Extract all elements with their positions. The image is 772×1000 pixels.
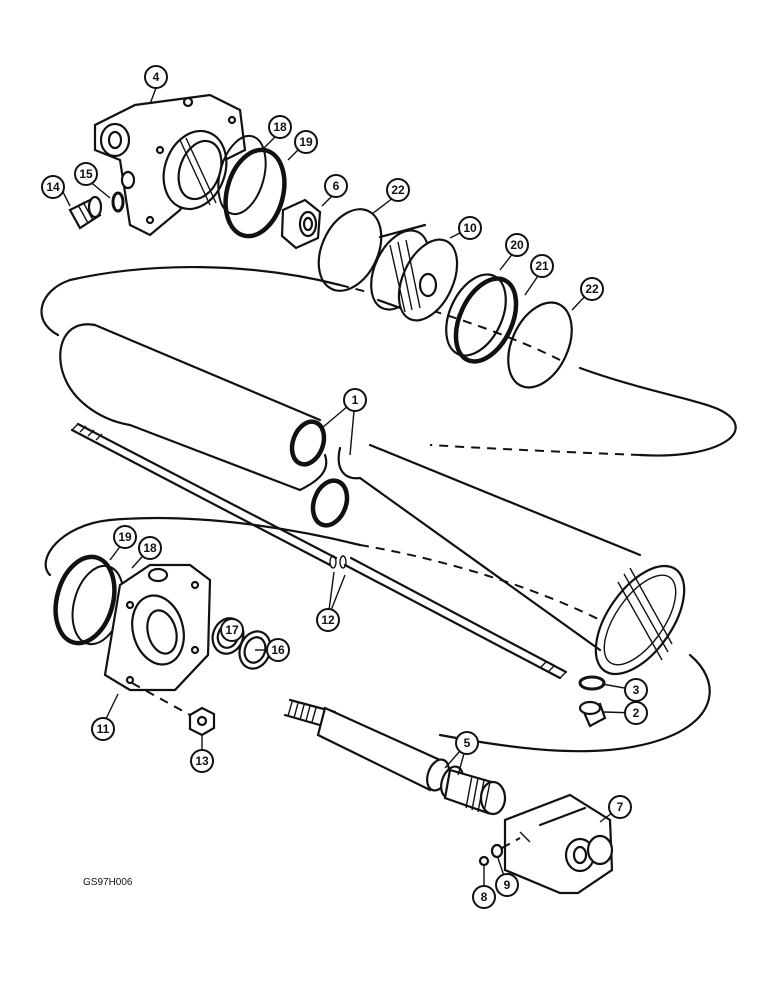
svg-text:16: 16 bbox=[271, 643, 285, 657]
callout-18-lower: 18 bbox=[138, 536, 162, 560]
svg-text:2: 2 bbox=[633, 706, 640, 720]
piston-10 bbox=[370, 223, 459, 322]
callout-15: 15 bbox=[74, 162, 98, 186]
svg-text:12: 12 bbox=[321, 613, 335, 627]
svg-text:20: 20 bbox=[510, 238, 524, 252]
callout-21: 21 bbox=[530, 254, 554, 278]
callout-17: 17 bbox=[220, 618, 244, 642]
svg-text:21: 21 bbox=[535, 259, 549, 273]
callout-4: 4 bbox=[144, 65, 168, 89]
upper-assembly-loop bbox=[40, 265, 737, 457]
svg-text:22: 22 bbox=[585, 282, 599, 296]
svg-text:10: 10 bbox=[463, 221, 477, 235]
callout-12: 12 bbox=[316, 608, 340, 632]
plug-2 bbox=[578, 700, 607, 728]
piston-rod-5 bbox=[283, 698, 507, 816]
svg-text:11: 11 bbox=[97, 722, 110, 736]
cylinder-barrel bbox=[59, 323, 686, 676]
callout-11: 11 bbox=[91, 717, 115, 741]
callout-8: 8 bbox=[472, 885, 496, 909]
bushing-16-inner bbox=[243, 636, 267, 664]
svg-text:19: 19 bbox=[118, 530, 132, 544]
callout-6: 6 bbox=[324, 174, 348, 198]
svg-text:8: 8 bbox=[481, 890, 488, 904]
callout-16: 16 bbox=[266, 638, 290, 662]
callout-9: 9 bbox=[495, 873, 519, 897]
svg-text:4: 4 bbox=[153, 70, 160, 84]
svg-text:5: 5 bbox=[464, 736, 471, 750]
callout-22-right: 22 bbox=[580, 277, 604, 301]
seal-18-upper bbox=[217, 134, 267, 216]
tie-rod bbox=[70, 422, 568, 680]
cap-end-11 bbox=[53, 554, 212, 692]
svg-text:7: 7 bbox=[617, 800, 624, 814]
callout-10: 10 bbox=[458, 216, 482, 240]
seal-22-b bbox=[507, 301, 573, 389]
svg-text:14: 14 bbox=[46, 180, 60, 194]
callout-20: 20 bbox=[505, 233, 529, 257]
callout-14: 14 bbox=[41, 175, 65, 199]
svg-text:18: 18 bbox=[143, 541, 157, 555]
nut-13-leader-dash bbox=[131, 682, 191, 716]
nut-6 bbox=[280, 198, 322, 250]
svg-text:19: 19 bbox=[299, 135, 313, 149]
lower-assembly-loop bbox=[44, 516, 711, 753]
callout-5: 5 bbox=[455, 731, 479, 755]
svg-text:3: 3 bbox=[633, 683, 640, 697]
callout-19-upper: 19 bbox=[294, 130, 318, 154]
svg-text:18: 18 bbox=[273, 120, 287, 134]
o-ring-15 bbox=[111, 191, 125, 213]
fitting-dash bbox=[501, 837, 521, 849]
callout-7: 7 bbox=[608, 795, 632, 819]
svg-text:6: 6 bbox=[333, 179, 340, 193]
callout-18-upper: 18 bbox=[268, 115, 292, 139]
clevis-7 bbox=[503, 793, 614, 895]
plug-14 bbox=[68, 195, 103, 230]
callout-2: 2 bbox=[624, 701, 648, 725]
figure-code: GS97H006 bbox=[83, 877, 133, 888]
callout-19-lower: 19 bbox=[113, 525, 137, 549]
o-ring-3 bbox=[578, 675, 606, 691]
seal-21 bbox=[453, 276, 519, 364]
nut-13 bbox=[188, 706, 216, 737]
callout-22-upper: 22 bbox=[386, 178, 410, 202]
svg-text:1: 1 bbox=[352, 393, 359, 407]
svg-text:9: 9 bbox=[504, 878, 511, 892]
svg-text:15: 15 bbox=[79, 167, 93, 181]
fitting-9 bbox=[490, 843, 504, 859]
o-ring-19-upper bbox=[223, 147, 287, 239]
callout-3: 3 bbox=[624, 678, 648, 702]
callout-13: 13 bbox=[190, 749, 214, 773]
callout-1: 1 bbox=[343, 388, 367, 412]
svg-text:17: 17 bbox=[225, 623, 239, 637]
ball-8 bbox=[478, 855, 490, 867]
svg-text:13: 13 bbox=[195, 754, 209, 768]
cylinder-head bbox=[93, 93, 247, 237]
svg-text:22: 22 bbox=[391, 183, 405, 197]
